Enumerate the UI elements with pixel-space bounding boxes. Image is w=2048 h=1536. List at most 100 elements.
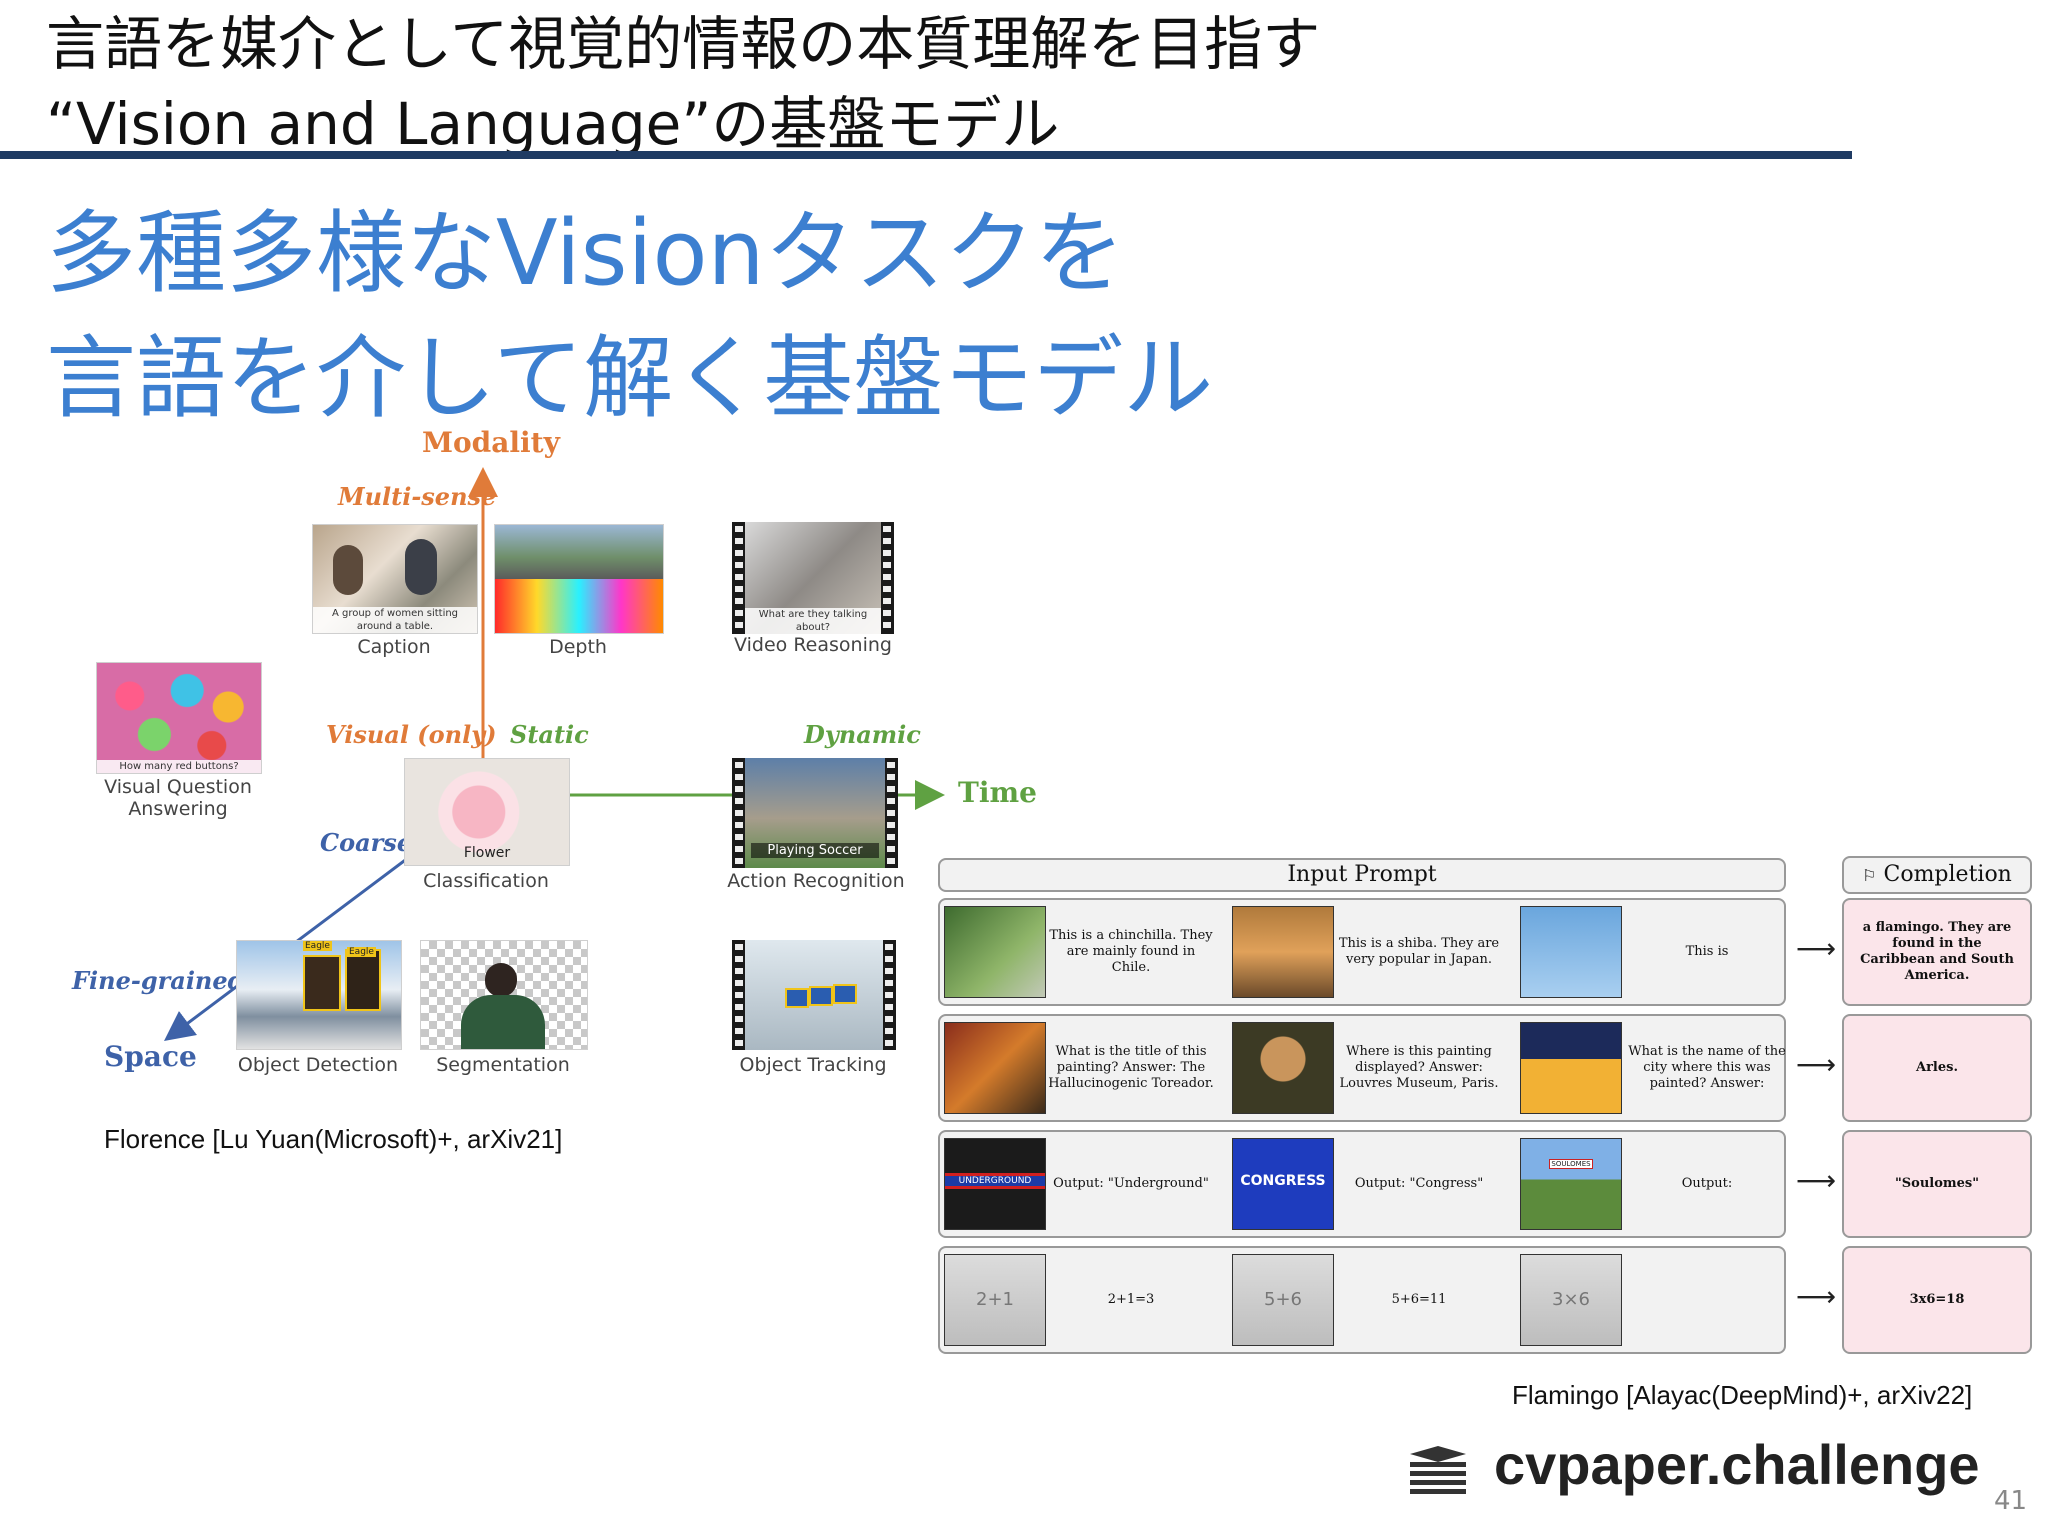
prompt-image [1232, 906, 1334, 998]
completion-box: a flamingo. They are found in the Caribb… [1842, 898, 2032, 1006]
prompt-text: This is a shiba. They are very popular i… [1338, 936, 1500, 967]
task-video-reasoning: Video Reasoning [734, 634, 892, 656]
action-recognition-film: Playing Soccer [732, 758, 898, 868]
task-segmentation: Segmentation [436, 1054, 570, 1076]
logo-text: cvpaper.challenge [1494, 1433, 1980, 1496]
eagle-image: Eagle Eagle [236, 940, 402, 1050]
prompt-image [944, 1022, 1046, 1114]
prompt-image: 5+6 [1232, 1254, 1334, 1346]
caption-image: A group of women sitting around a table. [312, 524, 478, 634]
segmentation-image [420, 940, 588, 1050]
stacked-layers-icon [1406, 1444, 1470, 1500]
florence-citation: Florence [Lu Yuan(Microsoft)+, arXiv21] [104, 1124, 563, 1154]
task-object-tracking: Object Tracking [739, 1054, 887, 1076]
prompt-row [938, 1014, 1786, 1122]
prompt-image [1520, 906, 1622, 998]
prompt-image-text: CONGRESS [1240, 1173, 1326, 1189]
soccer-image-text: Playing Soccer [751, 843, 879, 858]
label-fine-grained: Fine-grained [72, 966, 245, 995]
arrow-icon: ⟶ [1796, 932, 1837, 965]
video-reasoning-text: What are they talking about? [745, 608, 881, 634]
stacked-layers-svg [1410, 1446, 1466, 1494]
headline-line-1: 多種多様なVisionタスクを [46, 201, 1125, 306]
input-prompt-label: Input Prompt [1287, 862, 1437, 887]
prompt-text: 5+6=11 [1391, 1292, 1447, 1307]
depth-image [494, 524, 664, 634]
task-vqa-line-2: Answering [128, 798, 228, 820]
task-object-detection: Object Detection [237, 1054, 399, 1076]
task-classification: Classification [423, 870, 549, 892]
completion-text: Arles. [1916, 1060, 1958, 1075]
axis-label-space: Space [104, 1040, 197, 1073]
page-number: 41 [1994, 1486, 2028, 1516]
prompt-text: Output: "Underground" [1053, 1176, 1209, 1191]
video-reasoning-film: What are they talking about? [732, 522, 894, 634]
prompt-image: CONGRESS [1232, 1138, 1334, 1230]
prompt-text: Where is this painting displayed? Answer… [1339, 1044, 1499, 1091]
prompt-image [1232, 1022, 1334, 1114]
flamingo-citation: Flamingo [Alayac(DeepMind)+, arXiv22] [1512, 1380, 1973, 1410]
slide-header: 言語を媒介として視覚的情報の本質理解を目指す “Vision and Langu… [46, 4, 1320, 164]
completion-text: 3x6=18 [1909, 1292, 1965, 1307]
axis-label-modality: Modality [422, 426, 560, 459]
headline-line-2: 言語を介して解く基盤モデル [46, 326, 1214, 431]
vqa-image-text: How many red buttons? [97, 760, 261, 773]
prompt-row [938, 1246, 1786, 1354]
label-coarse: Coarse [320, 828, 413, 857]
completion-box: "Soulomes" [1842, 1130, 2032, 1238]
prompt-image-text: UNDERGROUND [945, 1173, 1045, 1189]
eagle-label-2: Eagle [347, 947, 376, 957]
prompt-text: Output: [1681, 1176, 1733, 1191]
completion-header-content: ⚐ Completion [1844, 858, 2030, 893]
prompt-image-text: 5+6 [1264, 1289, 1302, 1310]
prompt-image [1520, 1022, 1622, 1114]
prompt-text: What is the name of the city where this … [1628, 1044, 1786, 1091]
vqa-image: How many red buttons? [96, 662, 262, 774]
eagle-label-1: Eagle [303, 941, 332, 951]
prompt-image: UNDERGROUND [944, 1138, 1046, 1230]
completion-text: "Soulomes" [1894, 1176, 1979, 1191]
completion-label: Completion [1883, 862, 2012, 887]
task-depth: Depth [549, 636, 607, 658]
prompt-text: This is [1685, 944, 1729, 959]
header-line-1: 言語を媒介として視覚的情報の本質理解を目指す [46, 10, 1321, 78]
prompt-text: 2+1=3 [1107, 1292, 1155, 1307]
input-prompt-header: Input Prompt [938, 858, 1786, 892]
completion-text: a flamingo. They are found in the Caribb… [1860, 920, 2014, 983]
prompt-image-text: 2+1 [976, 1289, 1014, 1310]
completion-box: 3x6=18 [1842, 1246, 2032, 1354]
label-static: Static [510, 720, 589, 749]
label-visual-only: Visual (only) [326, 720, 497, 749]
task-action-recognition: Action Recognition [727, 870, 905, 892]
flamingo-icon: ⚐ [1862, 866, 1877, 885]
arrow-icon: ⟶ [1796, 1280, 1837, 1313]
prompt-text: What is the title of this painting? Answ… [1048, 1044, 1214, 1091]
completion-header: ⚐ Completion [1842, 856, 2032, 894]
prompt-image [944, 906, 1046, 998]
caption-image-text: A group of women sitting around a table. [313, 607, 477, 633]
task-vqa: Visual Question Answering [86, 776, 270, 820]
prompt-text: Output: "Congress" [1354, 1176, 1484, 1191]
prompt-text [1622, 1246, 1792, 1354]
prompt-image-text: SOULOMES [1549, 1159, 1593, 1169]
arrow-icon: ⟶ [1796, 1048, 1837, 1081]
flower-image-text: Flower [463, 845, 511, 861]
header-divider [0, 151, 1852, 159]
prompt-image: 2+1 [944, 1254, 1046, 1346]
prompt-image-text: 3×6 [1552, 1289, 1590, 1310]
completion-box: Arles. [1842, 1014, 2032, 1122]
prompt-image: SOULOMES [1520, 1138, 1622, 1230]
label-dynamic: Dynamic [804, 720, 921, 749]
header-line-2: “Vision and Language”の基盤モデル [46, 90, 1060, 158]
prompt-row [938, 1130, 1786, 1238]
task-caption: Caption [357, 636, 431, 658]
axis-label-time: Time [958, 776, 1037, 809]
label-multi-sense: Multi-sense [338, 482, 497, 511]
arrow-icon: ⟶ [1796, 1164, 1837, 1197]
object-tracking-film [732, 940, 896, 1050]
task-vqa-line-1: Visual Question [104, 776, 252, 798]
prompt-text: This is a chinchilla. They are mainly fo… [1049, 928, 1213, 975]
prompt-image: 3×6 [1520, 1254, 1622, 1346]
prompt-row [938, 898, 1786, 1006]
flower-image: Flower [404, 758, 570, 866]
